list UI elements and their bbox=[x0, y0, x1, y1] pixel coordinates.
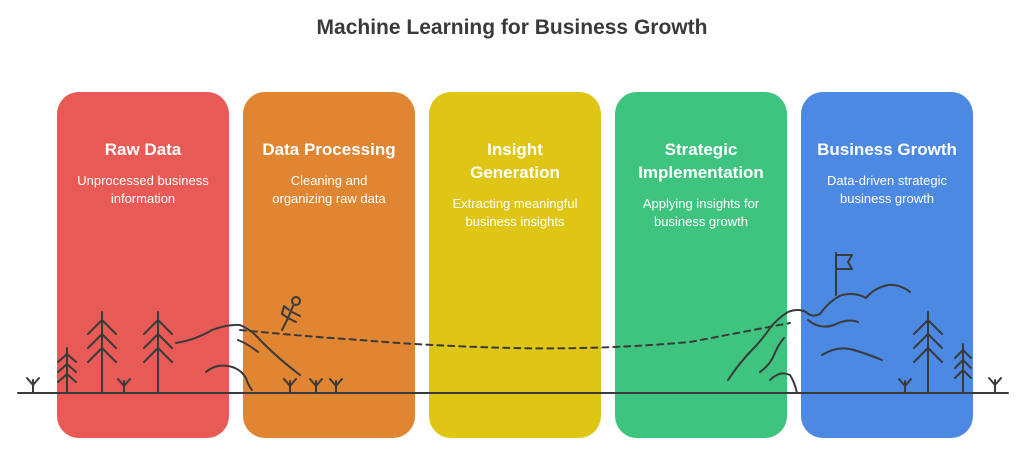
stage-title: Business Growth bbox=[817, 140, 957, 159]
stage-description: Extracting meaningful business insights bbox=[452, 196, 578, 229]
stage-description: Cleaning and organizing raw data bbox=[272, 173, 386, 206]
stage-description: Unprocessed business information bbox=[77, 173, 209, 206]
stage-title: Raw Data bbox=[104, 140, 182, 159]
stage-title: Data Processing bbox=[262, 140, 396, 159]
stage-title: Insight Generation bbox=[470, 140, 560, 182]
stage-description: Data-driven strategic business growth bbox=[827, 173, 947, 206]
stage-description: Applying insights for business growth bbox=[642, 196, 760, 229]
stage-card-insight-generation: Insight Generation Extracting meaningful… bbox=[429, 92, 601, 438]
stage-card-strategic-implementation: Strategic Implementation Applying insigh… bbox=[615, 92, 787, 438]
page-title: Machine Learning for Business Growth bbox=[316, 16, 708, 39]
stage-card-business-growth: Business Growth Data-driven strategic bu… bbox=[801, 92, 973, 438]
stage-card-data-processing: Data Processing Cleaning and organizing … bbox=[243, 92, 415, 438]
stage-title: Strategic Implementation bbox=[638, 140, 764, 182]
stage-card-raw-data: Raw Data Unprocessed business informatio… bbox=[57, 92, 229, 438]
